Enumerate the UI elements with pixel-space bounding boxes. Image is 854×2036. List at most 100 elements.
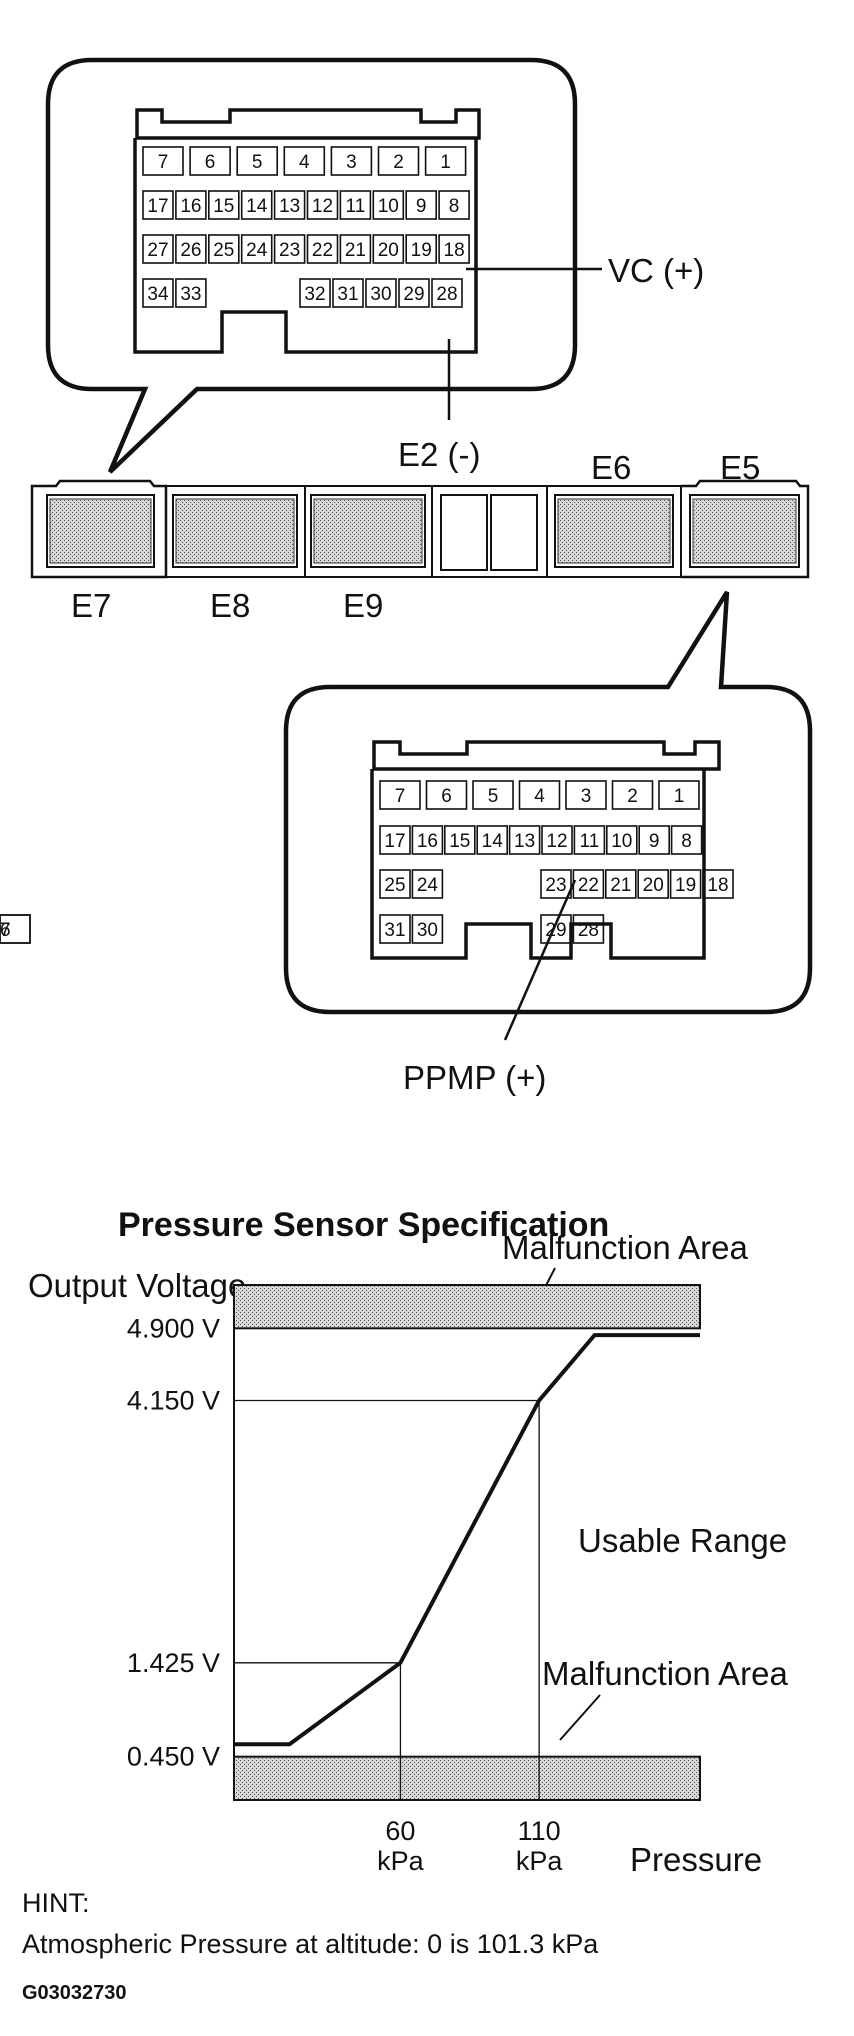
svg-text:29: 29 xyxy=(403,284,424,305)
svg-text:33: 33 xyxy=(180,284,201,305)
lower-pin-26: 26 xyxy=(0,914,31,944)
connector-label-e8: E8 xyxy=(210,587,250,624)
lower-pin-12: 12 xyxy=(541,825,573,855)
upper-pin-32: 32 xyxy=(299,278,331,308)
svg-text:23: 23 xyxy=(545,875,566,896)
lower-pin-18: 18 xyxy=(702,869,734,899)
lower-pin-25: 25 xyxy=(379,869,411,899)
lower-pin-1: 1 xyxy=(658,780,700,810)
lower-pin-29: 29 xyxy=(540,914,572,944)
svg-text:16: 16 xyxy=(417,831,438,852)
y-tick-label-3: 0.450 V xyxy=(127,1742,220,1772)
y-tick-label-1: 4.150 V xyxy=(127,1386,220,1416)
svg-text:2: 2 xyxy=(627,786,638,807)
svg-text:17: 17 xyxy=(384,831,405,852)
lower-pin-23: 23 xyxy=(540,869,572,899)
svg-text:8: 8 xyxy=(681,831,692,852)
x-axis-label: Pressure xyxy=(630,1841,762,1878)
x-tick-unit-1: kPa xyxy=(516,1846,564,1876)
svg-text:4: 4 xyxy=(534,786,545,807)
upper-pin-18: 18 xyxy=(438,234,470,264)
upper-pin-31: 31 xyxy=(332,278,364,308)
svg-text:22: 22 xyxy=(578,875,599,896)
svg-text:6: 6 xyxy=(441,786,452,807)
e2-callout-label: E2 (-) xyxy=(398,436,481,473)
lower-pin-6: 6 xyxy=(425,780,468,810)
svg-text:6: 6 xyxy=(205,152,216,173)
svg-text:4: 4 xyxy=(299,152,310,173)
e8-block xyxy=(172,494,298,568)
svg-text:23: 23 xyxy=(279,240,300,261)
upper-pin-17: 17 xyxy=(142,190,174,220)
upper-pin-6: 6 xyxy=(189,146,231,176)
ppmp-callout-label: PPMP (+) xyxy=(403,1059,546,1096)
lower-callout xyxy=(283,590,813,1015)
svg-text:10: 10 xyxy=(378,196,399,217)
lower-pin-13: 13 xyxy=(508,825,541,855)
connector-label-e6: E6 xyxy=(591,449,631,486)
malfunction-area-upper-label: Malfunction Area xyxy=(502,1229,748,1266)
svg-text:19: 19 xyxy=(411,240,432,261)
y-tick-label-2: 1.425 V xyxy=(127,1648,220,1678)
upper-pin-12: 12 xyxy=(306,190,339,220)
lower-pin-28: 28 xyxy=(572,914,605,944)
svg-text:20: 20 xyxy=(378,240,399,261)
upper-pin-9: 9 xyxy=(405,190,438,220)
figure-id: G03032730 xyxy=(22,1982,127,2004)
e5-block xyxy=(689,494,800,568)
svg-text:18: 18 xyxy=(707,875,728,896)
svg-text:15: 15 xyxy=(213,196,234,217)
lower-pin-9: 9 xyxy=(638,825,671,855)
svg-text:12: 12 xyxy=(312,196,333,217)
upper-pin-25: 25 xyxy=(208,234,240,264)
upper-pin-34: 34 xyxy=(142,278,174,308)
svg-text:11: 11 xyxy=(346,196,366,217)
upper-pin-3: 3 xyxy=(330,146,373,176)
svg-text:10: 10 xyxy=(611,831,632,852)
vc-callout-label: VC (+) xyxy=(608,252,704,289)
svg-text:30: 30 xyxy=(417,920,438,941)
svg-text:25: 25 xyxy=(384,875,405,896)
svg-text:30: 30 xyxy=(370,284,391,305)
svg-text:31: 31 xyxy=(337,284,358,305)
lower-pin-11: 11 xyxy=(573,825,606,855)
hint-text: Atmospheric Pressure at altitude: 0 is 1… xyxy=(22,1929,599,1959)
upper-pin-16: 16 xyxy=(175,190,207,220)
upper-pin-7: 7 xyxy=(142,146,184,176)
lower-pin-19: 19 xyxy=(669,869,702,899)
svg-text:28: 28 xyxy=(578,920,599,941)
svg-text:3: 3 xyxy=(581,786,592,807)
upper-callout xyxy=(45,57,578,474)
connector-label-e7: E7 xyxy=(71,587,111,624)
lower-pin-16: 16 xyxy=(411,825,444,855)
svg-text:18: 18 xyxy=(444,240,465,261)
svg-text:20: 20 xyxy=(643,875,664,896)
malfunction-band-lower xyxy=(233,1755,701,1802)
svg-text:9: 9 xyxy=(416,196,427,217)
svg-text:31: 31 xyxy=(384,920,405,941)
svg-text:26: 26 xyxy=(0,920,11,941)
svg-text:7: 7 xyxy=(158,152,169,173)
svg-text:22: 22 xyxy=(312,240,333,261)
svg-text:5: 5 xyxy=(252,152,263,173)
svg-text:13: 13 xyxy=(279,196,300,217)
lower-pin-30: 30 xyxy=(411,914,444,944)
svg-text:16: 16 xyxy=(180,196,201,217)
x-tick-value-1: 110 xyxy=(518,1816,561,1846)
lower-pin-2: 2 xyxy=(611,780,654,810)
lower-pin-15: 15 xyxy=(443,825,476,855)
ppmp-leader-line xyxy=(503,879,577,1041)
svg-text:15: 15 xyxy=(449,831,470,852)
svg-text:28: 28 xyxy=(436,284,457,305)
svg-text:1: 1 xyxy=(440,152,451,173)
upper-pin-14: 14 xyxy=(240,190,273,220)
lower-pin-17: 17 xyxy=(379,825,411,855)
svg-text:3: 3 xyxy=(346,152,357,173)
lower-pin-20: 20 xyxy=(637,869,670,899)
upper-pin-33: 33 xyxy=(175,278,207,308)
upper-pin-22: 22 xyxy=(306,234,339,264)
svg-text:2: 2 xyxy=(393,152,404,173)
lower-pin-8: 8 xyxy=(670,825,703,855)
svg-text:27: 27 xyxy=(0,920,11,941)
svg-text:25: 25 xyxy=(213,240,234,261)
